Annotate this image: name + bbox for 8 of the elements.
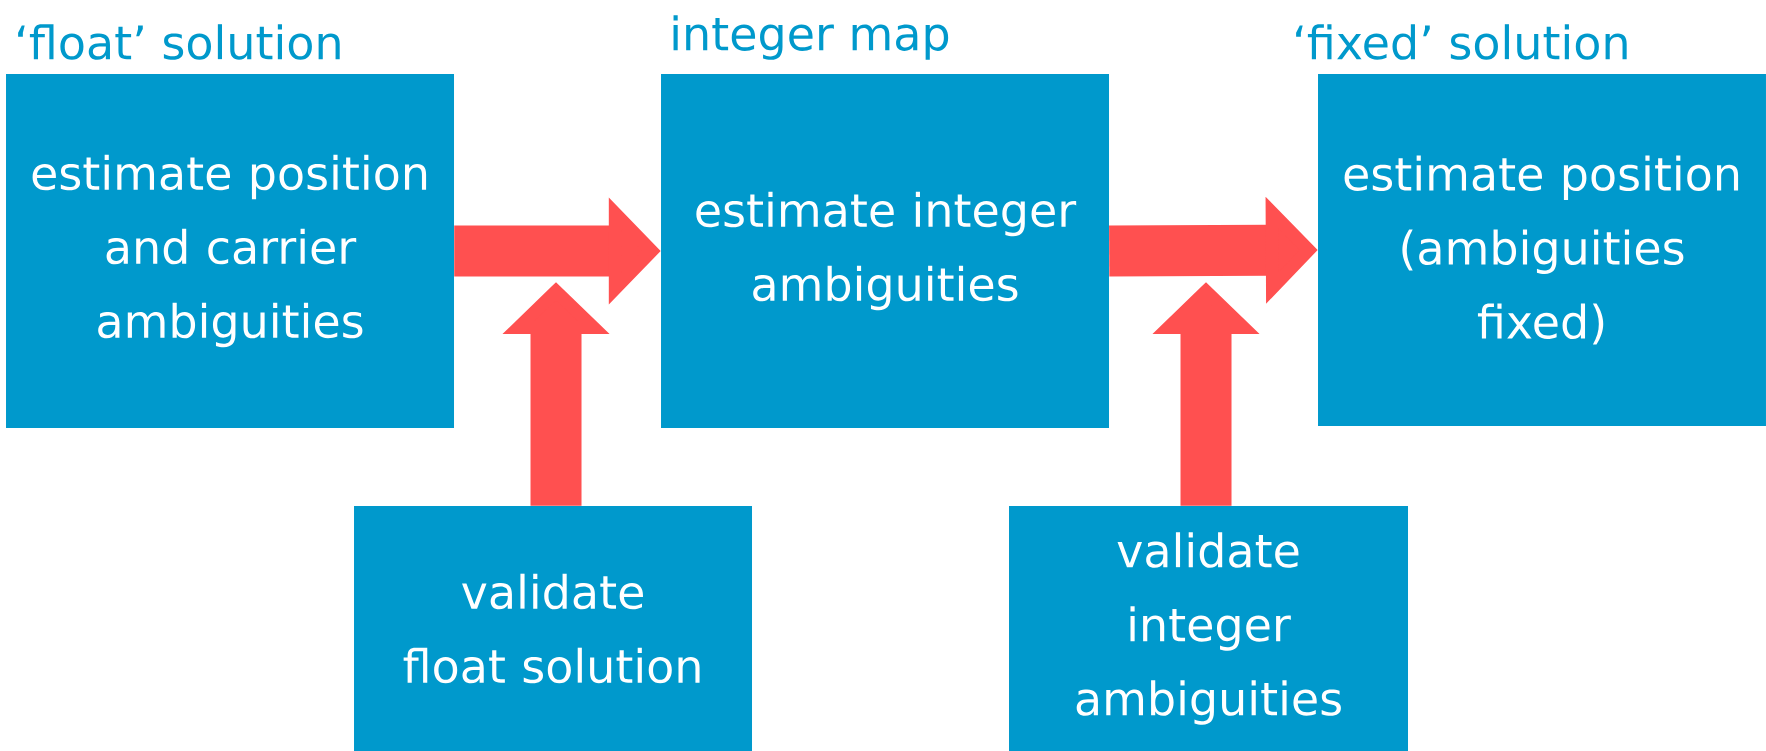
process-box: estimate position (ambiguities fixed) xyxy=(1318,74,1766,426)
process-box: estimate integer ambiguities xyxy=(661,74,1109,428)
heading: integer map xyxy=(673,15,949,60)
heading: ‘float’ solution xyxy=(18,24,340,60)
process-box: estimate position and carrier ambiguities xyxy=(6,74,454,428)
heading: ‘fixed’ solution xyxy=(1296,24,1627,60)
process-box: validate integer ambiguities xyxy=(1009,506,1408,751)
process-box: validate float solution xyxy=(354,506,752,751)
